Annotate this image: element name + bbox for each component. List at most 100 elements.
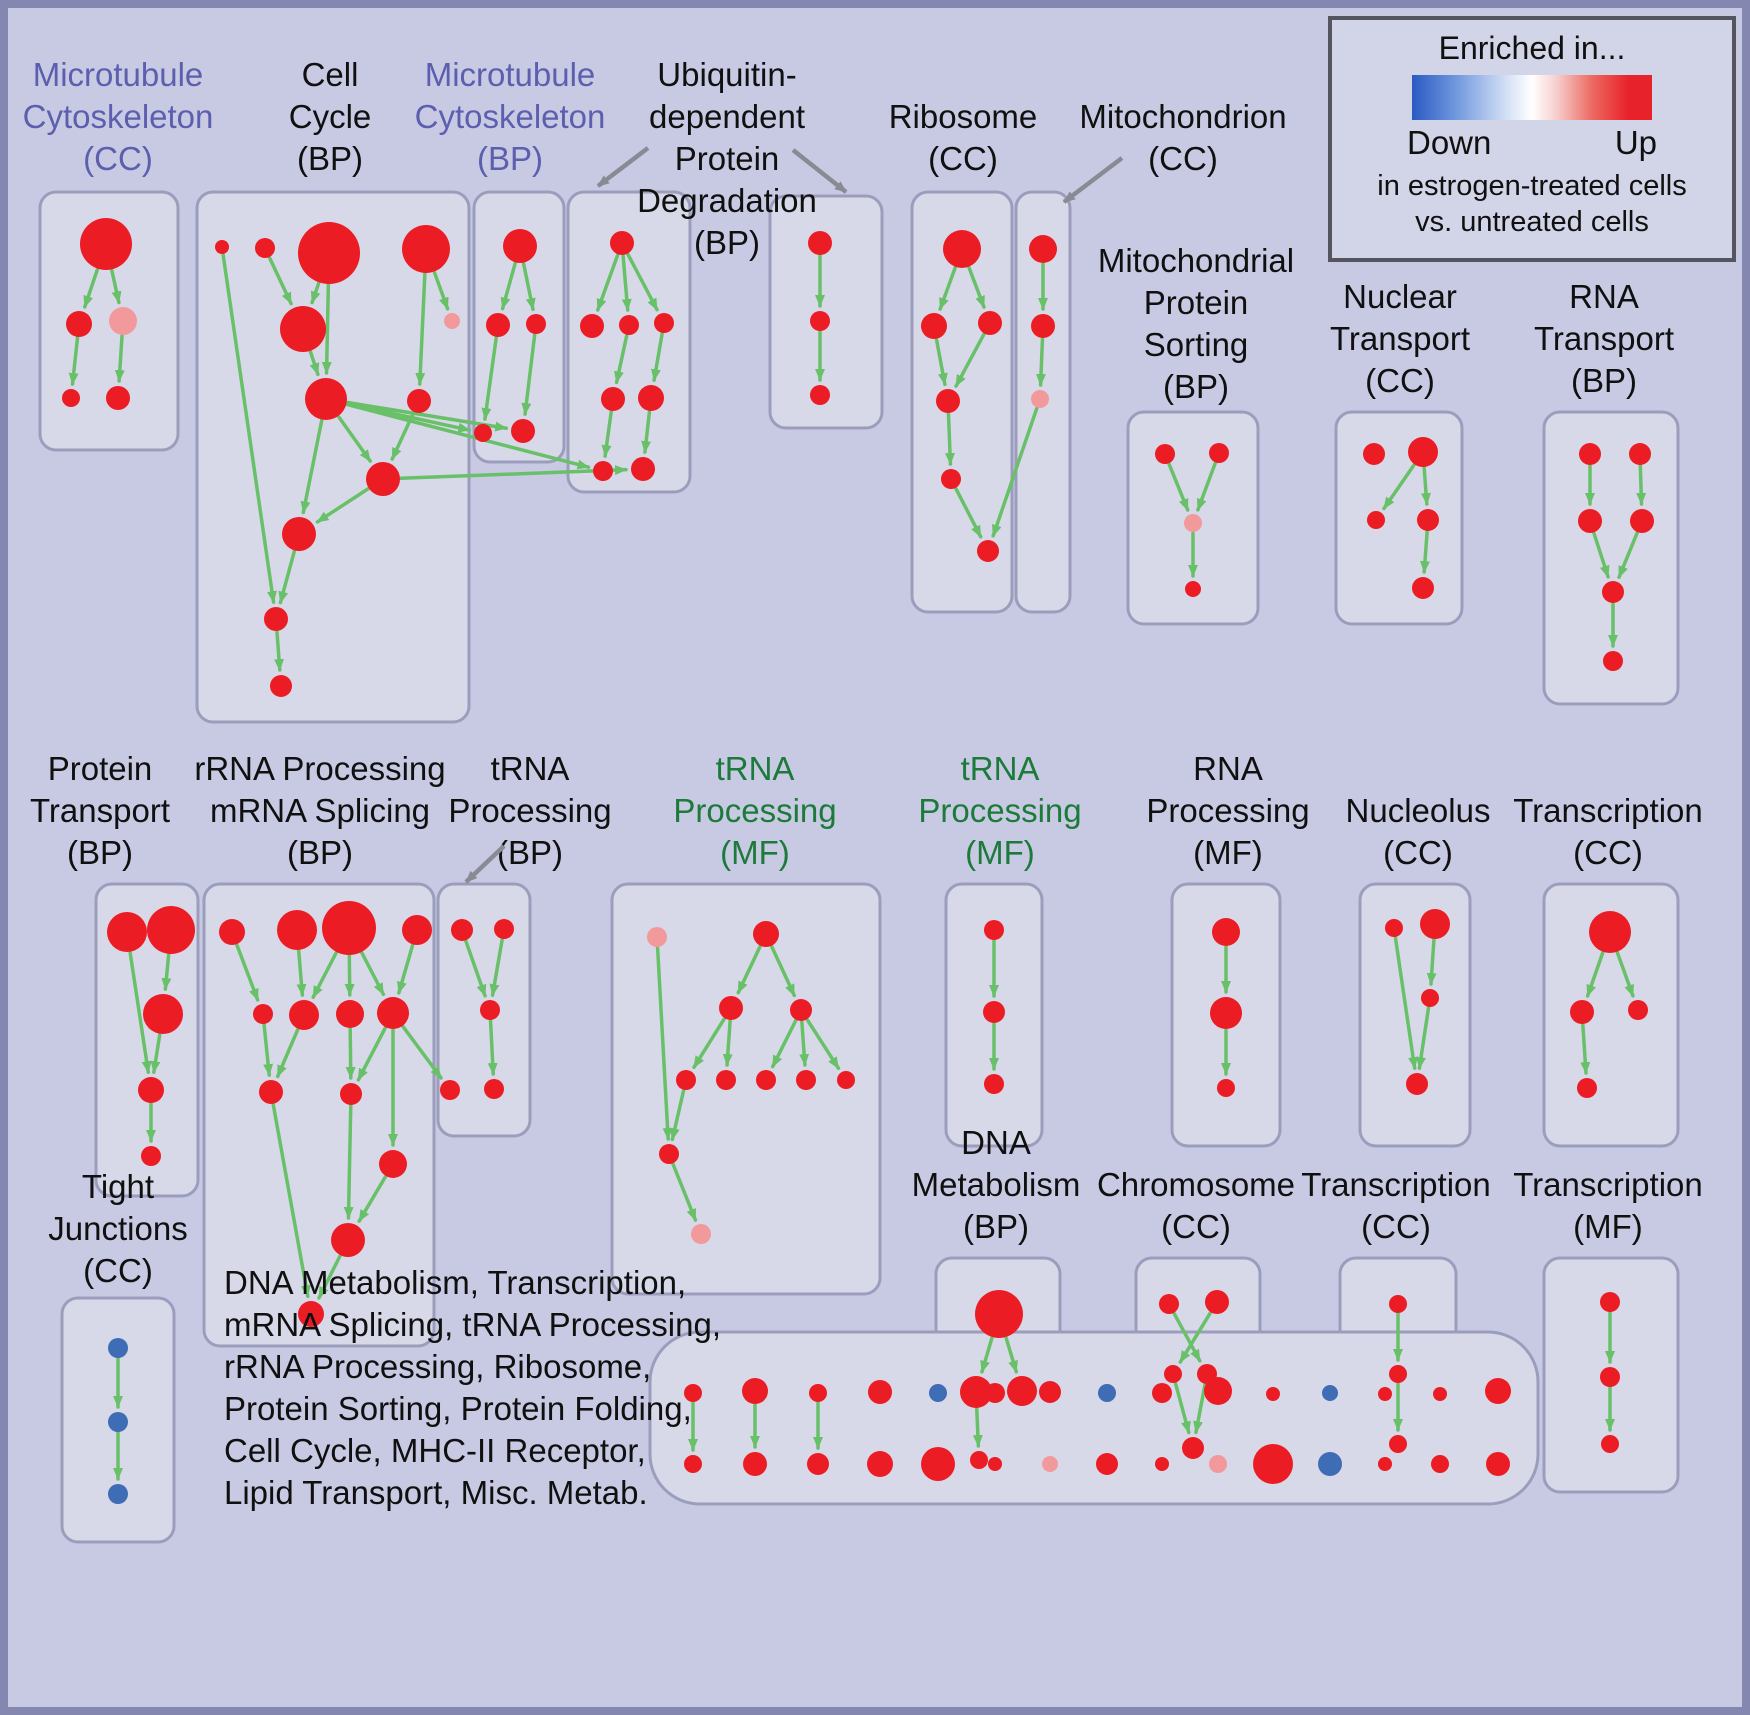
edge-arrow — [464, 939, 487, 998]
go-term-node — [975, 1290, 1023, 1338]
go-term-node — [978, 311, 1002, 335]
nucleolus-cc-box — [1358, 882, 1472, 1148]
go-term-node — [219, 919, 245, 945]
legend-caption-line-2: vs. untreated cells — [1415, 206, 1649, 238]
edge-arrow — [626, 252, 659, 312]
go-term-node — [1378, 1457, 1392, 1471]
go-term-node — [1318, 1452, 1342, 1476]
go-term-node — [716, 1070, 736, 1090]
edge-arrow — [521, 261, 536, 312]
go-term-node — [1159, 1294, 1179, 1314]
go-term-node — [322, 901, 376, 955]
edge-arrow — [655, 946, 673, 1141]
legend-title: Enriched in... — [1438, 30, 1626, 66]
edge-arrow — [596, 253, 620, 312]
go-term-node — [868, 1380, 892, 1404]
go-term-node — [638, 385, 664, 411]
go-term-node — [379, 1150, 407, 1178]
transcription-mf-label: Transcription — [1513, 1166, 1703, 1203]
edge-arrow — [296, 949, 307, 997]
edge-arrow — [980, 1336, 994, 1374]
edge-arrow — [150, 1032, 162, 1074]
edge-arrow — [114, 334, 125, 383]
edge-arrow — [343, 1104, 354, 1220]
edge-arrow — [432, 270, 450, 311]
edge-arrow — [415, 272, 427, 386]
legend-box: Enriched in... Down Up in estrogen-treat… — [1328, 16, 1736, 262]
mitochondrial-protein-sorting-bp-label: (BP) — [1163, 368, 1229, 405]
mitochondrion-cc-label: Mitochondrion — [1079, 98, 1286, 135]
go-term-node — [1209, 1455, 1227, 1473]
ribosome-cc-label: (CC) — [928, 140, 998, 177]
edge-arrow — [401, 1024, 443, 1080]
tight-junctions-cc-label: (CC) — [83, 1252, 153, 1289]
ubiquitin-protein-degradation-bp-box — [566, 190, 692, 494]
edge-arrow — [641, 410, 652, 454]
go-term-node — [593, 461, 613, 481]
go-term-node — [684, 1384, 702, 1402]
go-term-node — [1412, 577, 1434, 599]
edge-arrow — [161, 953, 172, 991]
edge-arrow — [345, 402, 591, 470]
edge-arrow — [345, 1027, 356, 1080]
go-term-node — [270, 675, 292, 697]
go-term-node — [62, 389, 80, 407]
dna-metabolism-bp-label: DNA — [961, 1124, 1031, 1161]
go-term-node — [985, 1383, 1005, 1403]
go-term-node — [742, 1378, 768, 1404]
go-term-node — [289, 1000, 319, 1030]
microtubule-cytoskeleton-cc-label: (CC) — [83, 140, 153, 177]
edge-arrow — [275, 1027, 300, 1079]
go-term-node — [1266, 1387, 1280, 1401]
nodes-layer — [62, 218, 1654, 1504]
go-term-node — [106, 386, 130, 410]
edge-arrow — [315, 487, 370, 524]
go-term-node — [983, 1001, 1005, 1023]
go-term-node — [1204, 1377, 1232, 1405]
go-term-node — [108, 1338, 128, 1358]
go-term-node — [1039, 1381, 1061, 1403]
go-term-node — [977, 540, 999, 562]
misc-note-line: DNA Metabolism, Transcription, — [224, 1264, 687, 1301]
edge-arrow — [1393, 936, 1419, 1070]
edge-arrow — [1416, 1006, 1431, 1070]
transcription-cc-1-box — [1542, 882, 1680, 1148]
mitochondrion-cc-label: (CC) — [1148, 140, 1218, 177]
go-term-node — [108, 1484, 128, 1504]
misc-note-line: Lipid Transport, Misc. Metab. — [224, 1474, 648, 1511]
legend-up-label: Up — [1614, 124, 1657, 161]
trna-processing-mf-2-label: (MF) — [965, 834, 1035, 871]
tight-junctions-cc-label: Junctions — [48, 1210, 187, 1247]
trna-processing-bp-label: tRNA — [491, 750, 570, 787]
go-term-node — [331, 1223, 365, 1257]
misc-note-line: Protein Sorting, Protein Folding, — [224, 1390, 692, 1427]
go-term-node — [402, 915, 432, 945]
go-term-node — [684, 1455, 702, 1473]
edge-arrow — [1615, 950, 1635, 998]
nucleolus-cc-label: (CC) — [1383, 834, 1453, 871]
go-term-node — [810, 385, 830, 405]
go-term-node — [631, 457, 655, 481]
misc-mixed-terms-box — [648, 1330, 1540, 1506]
nuclear-transport-cc-label: Nuclear — [1343, 278, 1457, 315]
go-term-node — [921, 1447, 955, 1481]
go-term-node — [1152, 1383, 1172, 1403]
go-term-node — [807, 1453, 829, 1475]
go-term-node — [753, 921, 779, 947]
edge-arrow — [360, 951, 386, 997]
microtubule-cytoskeleton-cc-label: Cytoskeleton — [23, 98, 214, 135]
edge-arrow — [521, 333, 537, 416]
go-term-node — [659, 1144, 679, 1164]
ubiquitin-protein-degradation-bp-2-box — [768, 194, 884, 430]
go-term-node — [984, 1074, 1004, 1094]
edge-arrow — [1172, 1311, 1202, 1363]
go-term-node — [1600, 1292, 1620, 1312]
chromosome-cc-label: Chromosome — [1097, 1166, 1295, 1203]
microtubule-cytoskeleton-bp-label: Microtubule — [425, 56, 596, 93]
go-term-node — [647, 927, 667, 947]
nucleolus-cc-label: Nucleolus — [1346, 792, 1491, 829]
edge-arrow — [954, 332, 986, 388]
edge-arrow — [399, 465, 628, 481]
go-term-node — [1155, 444, 1175, 464]
